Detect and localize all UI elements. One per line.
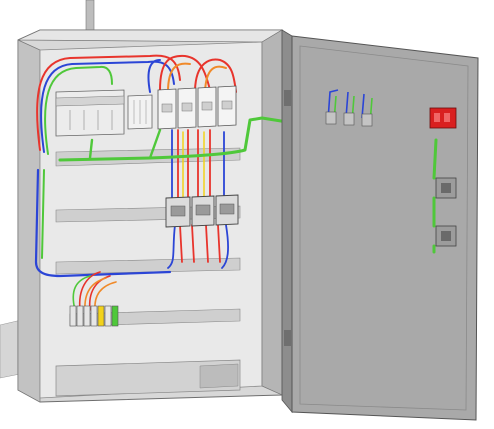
- contactor: [165, 196, 191, 228]
- push-button[interactable]: [435, 225, 457, 247]
- cabinet-inner-right-wall: [261, 29, 283, 396]
- terminal-block: [97, 305, 105, 327]
- door-earth-wire: [432, 138, 438, 254]
- terminal-block-strip: [69, 305, 119, 327]
- power-supply-module: [55, 89, 125, 137]
- bottom-cable-duct: [55, 359, 241, 397]
- door-inner-frame: [299, 45, 469, 411]
- wire-green-branch: [88, 128, 162, 160]
- wire-blue-left-run: [34, 168, 172, 278]
- wire-orange-breakers: [167, 62, 227, 93]
- wire-yellow-drop: [182, 131, 205, 206]
- terminal-block: [111, 305, 119, 327]
- push-button[interactable]: [435, 177, 457, 199]
- breaker: [157, 88, 177, 130]
- wire-blue-drop: [171, 129, 225, 206]
- terminal-block: [69, 305, 77, 327]
- wire-red-breakers: [159, 54, 237, 93]
- breaker: [197, 86, 217, 128]
- pilot-lamp[interactable]: [361, 113, 373, 127]
- door-edge: [281, 29, 293, 414]
- wire-green-terminal: [72, 275, 91, 311]
- terminal-block: [83, 305, 91, 327]
- contactor: [191, 195, 215, 227]
- circuit-breakers: [157, 85, 237, 130]
- contactor: [215, 194, 239, 226]
- wire-red-drop: [177, 129, 211, 206]
- door-inner-face: [291, 35, 479, 421]
- terminal-block: [76, 305, 84, 327]
- pilot-lamp[interactable]: [343, 112, 355, 126]
- wire-red-top: [36, 54, 181, 151]
- wire-red-terminal: [78, 271, 111, 311]
- door-hinge-bottom: [284, 330, 291, 346]
- cabinet-left-side: [17, 39, 41, 403]
- door-red-indicator[interactable]: [429, 107, 457, 129]
- terminal-block: [104, 305, 112, 327]
- wire-green-top: [44, 65, 113, 155]
- door-pilot-lamps: [325, 89, 373, 127]
- wire-blue-top: [40, 60, 175, 153]
- wire-red-lower: [179, 224, 221, 263]
- wire-blue-lower: [167, 224, 229, 269]
- relay-module: [127, 94, 153, 130]
- door-hinge-top: [284, 90, 291, 106]
- contactors: [165, 194, 239, 228]
- cabinet-door[interactable]: [281, 29, 479, 421]
- door-push-buttons[interactable]: [435, 177, 457, 247]
- bottom-duct-slot: [199, 363, 239, 389]
- cabinet-top-face: [17, 29, 284, 43]
- breaker: [217, 85, 237, 127]
- terminal-block: [90, 305, 98, 327]
- pilot-lamp[interactable]: [325, 111, 337, 125]
- wire-green-left-run: [41, 169, 45, 259]
- mounting-pole: [85, 0, 95, 35]
- wire-blue-breakers: [147, 59, 161, 93]
- breaker: [177, 87, 197, 129]
